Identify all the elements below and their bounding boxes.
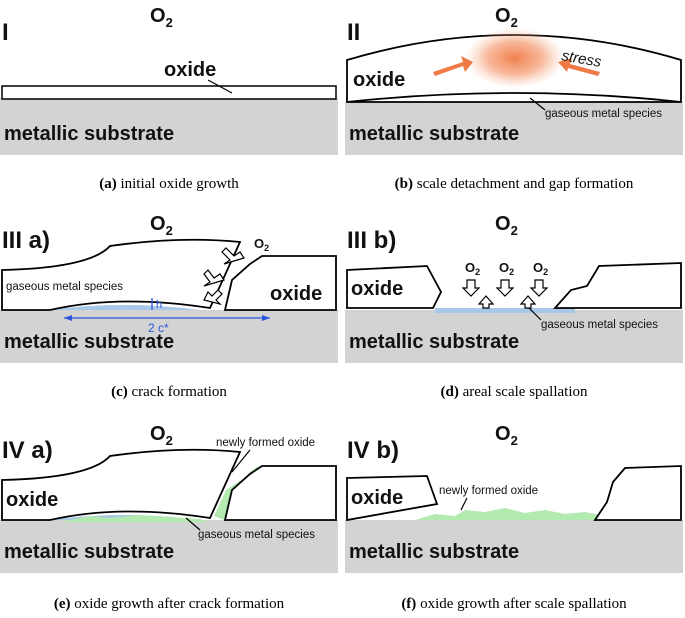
panel-d: III b) O2 O2 O2 O2 oxide gaseous metal s…: [345, 208, 683, 363]
substrate-label: metallic substrate: [349, 541, 519, 563]
panel-b-diagram: II O2 stress oxide gaseous metal species…: [345, 5, 683, 155]
substrate-label: metallic substrate: [4, 331, 174, 353]
panel-e-diagram: IV a) O2 newly formed oxide oxide gaseou…: [0, 423, 338, 573]
h-label: h: [156, 299, 162, 311]
substrate-label: metallic substrate: [4, 123, 174, 145]
panel-number: III b): [347, 227, 396, 254]
substrate: [0, 515, 338, 573]
o2-arrow-1: [221, 247, 245, 265]
o2-down-arrow-1: [461, 279, 481, 297]
panel-number: IV b): [347, 437, 399, 464]
panel-c: III a) O2 O2 oxide gaseous metal species…: [0, 208, 338, 363]
panel-a-diagram: I O2 oxide metallic substrate: [0, 5, 338, 155]
oxide-layer: [1, 85, 337, 100]
left-oxide-fragment: [1, 238, 242, 311]
substrate: [0, 98, 338, 155]
oxide-label: oxide: [164, 59, 216, 81]
substrate-label: metallic substrate: [349, 123, 519, 145]
oxygen-label: O2: [495, 423, 518, 448]
o2-down-arrow-3: [529, 279, 549, 297]
panel-number: IV a): [2, 437, 53, 464]
caption-e: (e) oxide growth after crack formation: [53, 596, 285, 612]
o2-label-3: O2: [533, 260, 548, 277]
substrate: [345, 520, 683, 573]
right-oxide-fragment: [593, 465, 682, 521]
stress-arrow-left: [433, 56, 473, 76]
new-oxide-bottom: [60, 515, 210, 522]
gas-up-arrow-1: [477, 295, 495, 309]
gas-pointer: [528, 307, 542, 321]
left-oxide-fragment: [346, 265, 443, 309]
panel-c-diagram: III a) O2 O2 oxide gaseous metal species…: [0, 213, 338, 363]
panel-b: II O2 stress oxide gaseous metal species…: [345, 0, 683, 155]
right-oxide-fragment: [552, 262, 682, 309]
caption-a: (a) initial oxide growth: [99, 176, 239, 192]
gas-pointer: [185, 517, 201, 531]
gas-label: gaseous metal species: [6, 281, 123, 293]
substrate: [0, 305, 338, 363]
gas-layer: [435, 308, 575, 313]
panel-number: I: [2, 19, 9, 46]
o2-down-arrow-2: [495, 279, 515, 297]
left-oxide-fragment: [1, 448, 242, 521]
oxide-pointer: [207, 79, 233, 94]
o2-arrow-3: [203, 289, 223, 306]
gas-label: gaseous metal species: [198, 529, 315, 541]
two-c-label: 2 c*: [148, 321, 169, 335]
gas-pointer: [529, 97, 546, 111]
caption-c: (c) crack formation: [111, 384, 227, 400]
substrate: [345, 310, 683, 363]
dim-arrow-right: [262, 315, 270, 321]
oxygen-label: O2: [495, 213, 518, 238]
o2-label-2: O2: [499, 260, 514, 277]
stress-arrow-right: [558, 58, 600, 76]
crack-o2-label: O2: [254, 236, 269, 253]
new-oxide-pointer: [460, 497, 468, 511]
oxide-label: oxide: [351, 278, 403, 300]
panel-d-diagram: III b) O2 O2 O2 O2 oxide gaseous metal s…: [345, 213, 683, 363]
stress-glow: [465, 28, 565, 88]
oxygen-label: O2: [150, 423, 173, 448]
new-oxide-label: newly formed oxide: [216, 437, 315, 449]
panel-a: I O2 oxide metallic substrate: [0, 0, 338, 155]
oxide-label: oxide: [353, 69, 405, 91]
new-oxide-label: newly formed oxide: [439, 485, 538, 497]
panel-number: III a): [2, 227, 50, 254]
gas-label: gaseous metal species: [541, 319, 658, 331]
caption-f: (f) oxide growth after scale spallation: [401, 596, 627, 612]
gas-gap: [50, 305, 200, 310]
gas-label: gaseous metal species: [545, 108, 662, 120]
caption-d: (d) areal scale spallation: [440, 384, 588, 400]
panel-f-diagram: IV b) O2 newly formed oxide oxide metall…: [345, 423, 683, 573]
right-oxide-fragment: [223, 255, 337, 311]
new-oxide-pointer: [231, 449, 251, 473]
caption-b: (b) scale detachment and gap formation: [394, 176, 634, 192]
new-oxide-layer: [415, 508, 625, 520]
panel-e: IV a) O2 newly formed oxide oxide gaseou…: [0, 418, 338, 573]
oxide-label: oxide: [351, 487, 403, 509]
oxygen-label: O2: [150, 213, 173, 238]
oxygen-label: O2: [495, 5, 518, 30]
substrate: [345, 93, 683, 155]
substrate-label: metallic substrate: [349, 331, 519, 353]
dim-arrow-left: [64, 315, 72, 321]
oxygen-label: O2: [150, 5, 173, 30]
oxide-label: oxide: [270, 283, 322, 305]
panel-number: II: [347, 19, 360, 46]
oxide-label: oxide: [6, 489, 58, 511]
gas-up-arrow-2: [519, 295, 537, 309]
right-oxide-fragment: [223, 465, 337, 521]
substrate-label: metallic substrate: [4, 541, 174, 563]
panel-f: IV b) O2 newly formed oxide oxide metall…: [345, 418, 683, 573]
o2-label-1: O2: [465, 260, 480, 277]
left-oxide-fragment: [346, 475, 439, 522]
o2-arrow-2: [203, 269, 225, 287]
stress-label: stress: [560, 47, 603, 71]
